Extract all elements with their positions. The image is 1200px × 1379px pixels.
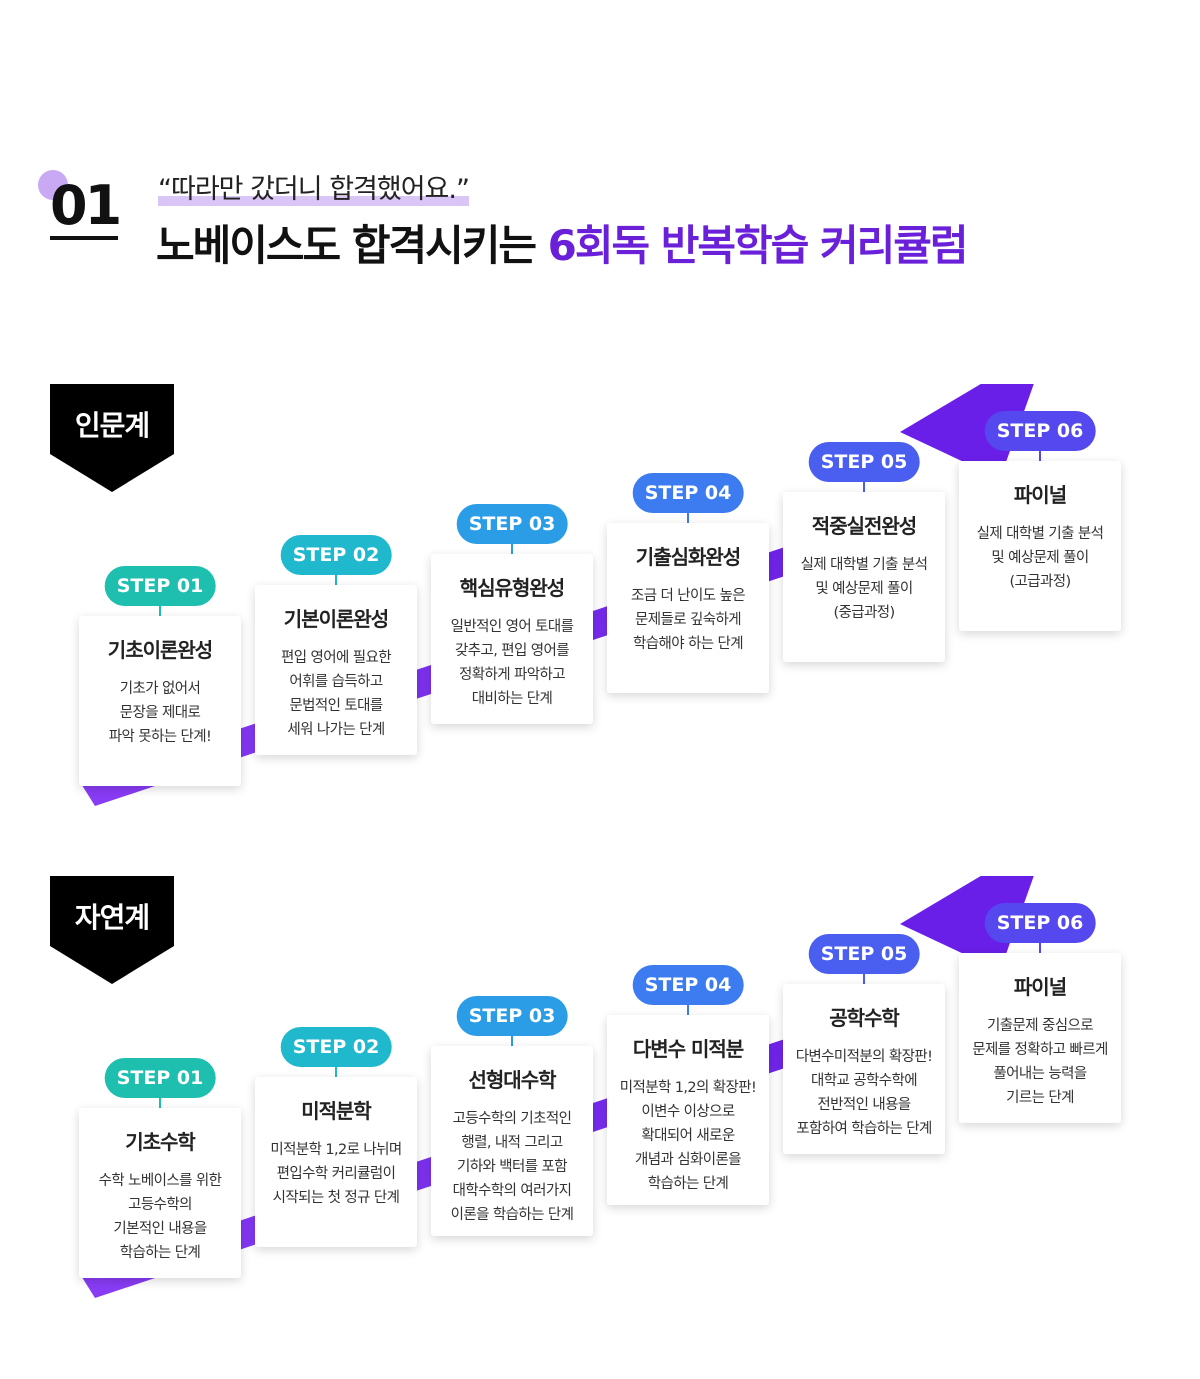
step-connector bbox=[687, 513, 689, 523]
step-connector bbox=[863, 482, 865, 492]
step-description: 실제 대학별 기출 분석 및 예상문제 풀이 (중급과정) bbox=[800, 557, 928, 621]
step-description: 미적분학 1,2의 확장판! 이변수 이상으로 확대되어 새로운 개념과 심화이… bbox=[619, 1080, 757, 1192]
step-connector bbox=[335, 575, 337, 585]
step-pill: STEP 03 bbox=[456, 996, 568, 1036]
step-title: 기초이론완성 bbox=[107, 638, 213, 662]
step-pill: STEP 06 bbox=[984, 903, 1096, 943]
section-number: 01 bbox=[50, 174, 122, 237]
step-pill: STEP 04 bbox=[632, 473, 744, 513]
title-prefix: 노베이스도 합격시키는 bbox=[156, 221, 537, 270]
quote-label: “따라만 갔더니 합격했어요.” bbox=[158, 174, 470, 205]
quote-text: “따라만 갔더니 합격했어요.” bbox=[158, 172, 470, 208]
step-title: 다변수 미적분 bbox=[632, 1037, 744, 1061]
step-title: 선형대수학 bbox=[468, 1068, 557, 1092]
step-title: 적중실전완성 bbox=[811, 514, 917, 538]
step-connector bbox=[1039, 451, 1041, 461]
step-connector bbox=[863, 974, 865, 984]
step-pill: STEP 03 bbox=[456, 504, 568, 544]
step-connector bbox=[511, 1036, 513, 1046]
step-title: 미적분학 bbox=[301, 1099, 372, 1123]
step-description: 고등수학의 기초적인 행렬, 내적 그리고 기하와 백터를 포함 대학수학의 여… bbox=[450, 1111, 574, 1223]
step-title: 공학수학 bbox=[829, 1006, 900, 1030]
step-description: 미적분학 1,2로 나뉘며 편입수학 커리큘럼이 시작되는 첫 정규 단계 bbox=[270, 1142, 402, 1206]
arrow-head bbox=[900, 384, 1034, 479]
step-pill: STEP 02 bbox=[280, 535, 392, 575]
step-description: 실제 대학별 기출 분석 및 예상문제 풀이 (고급과정) bbox=[976, 526, 1104, 590]
step-description: 다변수미적분의 확장판! 대학교 공학수학에 전반적인 내용을 포함하여 학습하… bbox=[795, 1049, 933, 1137]
step-description: 조금 더 난이도 높은 문제들로 깊숙하게 학습해야 하는 단계 bbox=[631, 588, 746, 652]
step-title: 파이널 bbox=[1013, 483, 1067, 507]
tag-shape bbox=[50, 384, 174, 492]
step-description: 기초가 없어서 문장을 제대로 파악 못하는 단계! bbox=[108, 681, 212, 745]
step-pill: STEP 05 bbox=[808, 934, 920, 974]
step-connector bbox=[1039, 943, 1041, 953]
step-description: 기출문제 중심으로 문제를 정확하고 빠르게 풀어내는 능력을 기르는 단계 bbox=[972, 1018, 1108, 1106]
track-label: 자연계 bbox=[74, 901, 150, 934]
step-pill: STEP 01 bbox=[104, 566, 216, 606]
step-title: 파이널 bbox=[1013, 975, 1067, 999]
step-connector bbox=[159, 606, 161, 616]
title-accent: 6회독 반복학습 커리큘럼 bbox=[547, 221, 969, 270]
track-tag: 인문계 bbox=[50, 384, 174, 492]
tag-shape bbox=[50, 876, 174, 984]
page-title: 노베이스도 합격시키는 6회독 반복학습 커리큘럼 bbox=[156, 218, 969, 274]
step-title: 기본이론완성 bbox=[283, 607, 389, 631]
track-label: 인문계 bbox=[74, 409, 150, 442]
step-description: 수학 노베이스를 위한 고등수학의 기본적인 내용을 학습하는 단계 bbox=[98, 1173, 222, 1261]
badge-dot bbox=[38, 170, 68, 200]
step-title: 기초수학 bbox=[125, 1130, 196, 1154]
step-connector bbox=[335, 1067, 337, 1077]
step-connector bbox=[511, 544, 513, 554]
step-connector bbox=[687, 1005, 689, 1015]
step-description: 편입 영어에 필요한 어휘를 습득하고 문법적인 토대를 세워 나가는 단계 bbox=[281, 650, 392, 738]
step-pill: STEP 02 bbox=[280, 1027, 392, 1067]
section-number-badge: 01 bbox=[38, 170, 122, 242]
track-tag: 자연계 bbox=[50, 876, 174, 984]
step-pill: STEP 01 bbox=[104, 1058, 216, 1098]
step-title: 핵심유형완성 bbox=[459, 576, 565, 600]
step-pill: STEP 05 bbox=[808, 442, 920, 482]
step-pill: STEP 04 bbox=[632, 965, 744, 1005]
step-description: 일반적인 영어 토대를 갖추고, 편입 영어를 정확하게 파악하고 대비하는 단… bbox=[450, 619, 574, 707]
badge-underline bbox=[50, 236, 118, 240]
step-connector bbox=[159, 1098, 161, 1108]
arrow-head bbox=[900, 876, 1034, 971]
step-title: 기출심화완성 bbox=[635, 545, 741, 569]
step-pill: STEP 06 bbox=[984, 411, 1096, 451]
